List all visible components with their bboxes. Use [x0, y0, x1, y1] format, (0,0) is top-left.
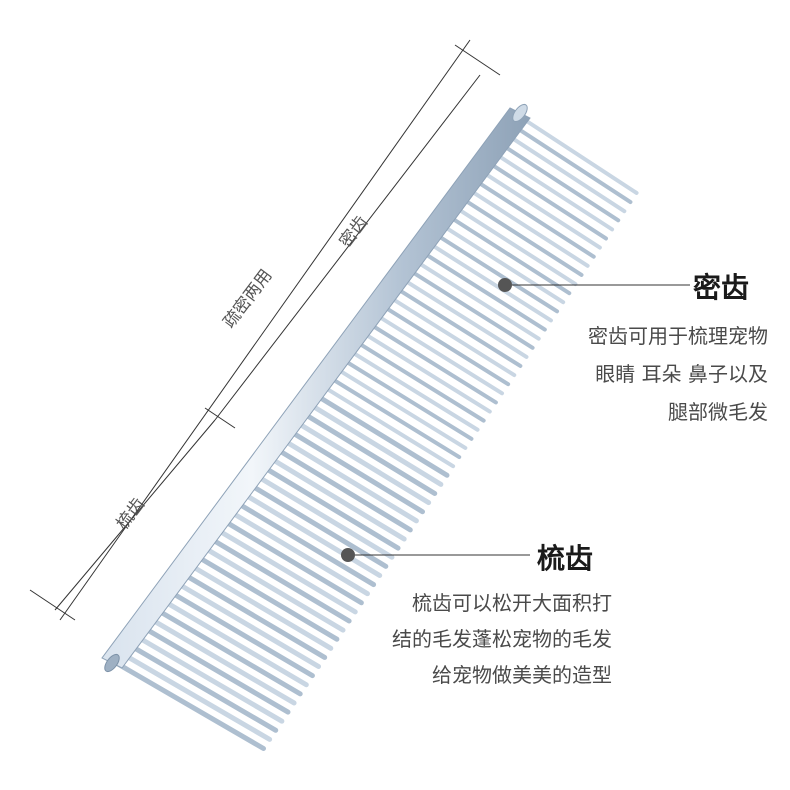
coarse-desc-line-2: 结的毛发蓬松宠物的毛发 [392, 627, 612, 651]
comb-tooth [369, 323, 498, 405]
callout-coarse [341, 548, 530, 562]
comb-tooth [155, 607, 303, 697]
comb-tooth [502, 144, 621, 223]
dimension-lines [29, 39, 501, 621]
comb-tooth [135, 634, 285, 724]
comb-tooth [382, 305, 511, 387]
callout-fine-dot [498, 278, 512, 292]
comb-tooth [462, 198, 584, 277]
comb-tooth [168, 590, 315, 679]
comb-tooth [142, 625, 291, 715]
comb-tooth [222, 518, 364, 606]
comb-tooth [416, 260, 541, 341]
comb-tooth [469, 189, 590, 268]
callout-coarse-dot [341, 548, 355, 562]
comb-tooth [442, 225, 566, 305]
comb-tooth [376, 314, 505, 396]
dim-tick-bottom [29, 589, 76, 621]
comb-tooth [248, 483, 389, 569]
comb-tooth [122, 652, 273, 742]
comb-tooth [429, 242, 553, 323]
comb-tooth [235, 500, 377, 588]
comb-tooth [396, 287, 523, 368]
dim-line-inner [214, 74, 481, 421]
coarse-desc-line-3: 给宠物做美美的造型 [432, 663, 612, 687]
comb-tooth [282, 438, 419, 524]
comb-tooth [175, 581, 322, 670]
comb-tooth [523, 118, 639, 195]
comb-tooth [356, 340, 486, 423]
comb-tooth [329, 376, 462, 460]
comb-tooth [322, 385, 456, 469]
comb-tooth [188, 563, 334, 651]
comb-teeth [115, 118, 639, 751]
comb-tooth [242, 492, 383, 578]
fine-desc-line-3: 腿部微毛发 [668, 400, 768, 424]
callout-fine [498, 278, 690, 292]
fine-desc-line-2: 眼睛 耳朵 鼻子以及 [595, 362, 768, 386]
comb-tooth [148, 616, 297, 706]
comb-tooth [402, 278, 529, 359]
comb-tooth [476, 180, 596, 259]
fine-teeth-title: 密齿 [693, 271, 750, 304]
comb-tooth [516, 126, 633, 205]
dim-tick-top [454, 44, 501, 76]
comb-tooth [255, 474, 395, 560]
comb-tooth [182, 572, 328, 660]
comb-tooth [509, 135, 627, 214]
comb-tooth [362, 332, 492, 414]
comb-tooth [115, 661, 266, 751]
comb-tooth [436, 233, 560, 314]
comb-tooth [482, 171, 602, 250]
comb-tooth [162, 599, 309, 688]
comb-tooth [262, 465, 401, 551]
comb-tooth [315, 393, 450, 478]
coarse-desc-line-1: 梳齿可以松开大面积打 [412, 591, 612, 615]
dim-line-inner2 [54, 419, 216, 611]
comb-tooth [128, 643, 279, 733]
comb-tooth [308, 402, 444, 487]
comb-tooth [422, 251, 547, 332]
comb-tooth [349, 349, 480, 432]
dim-tick-mid [204, 407, 236, 429]
comb-tooth [208, 536, 352, 624]
comb-tooth [268, 456, 407, 542]
comb-spine [101, 103, 531, 673]
coarse-teeth-title: 梳齿 [537, 542, 594, 575]
comb-tooth [275, 447, 413, 533]
comb-tooth [496, 153, 615, 232]
comb-tooth [228, 509, 370, 597]
comb-tooth [389, 296, 517, 378]
comb-tooth [409, 269, 535, 350]
comb-tooth [336, 367, 468, 450]
comb-tooth [215, 527, 358, 615]
comb-tooth [288, 429, 426, 515]
comb-tooth [456, 207, 578, 287]
comb-tooth [202, 545, 346, 633]
comb-tooth [449, 216, 572, 296]
fine-desc-line-1: 密齿可用于梳理宠物 [588, 324, 768, 348]
comb-tooth [342, 358, 474, 441]
comb-tooth [295, 420, 432, 506]
comb-tooth [195, 554, 340, 642]
comb-tooth [489, 162, 608, 241]
comb-tooth [302, 411, 438, 496]
